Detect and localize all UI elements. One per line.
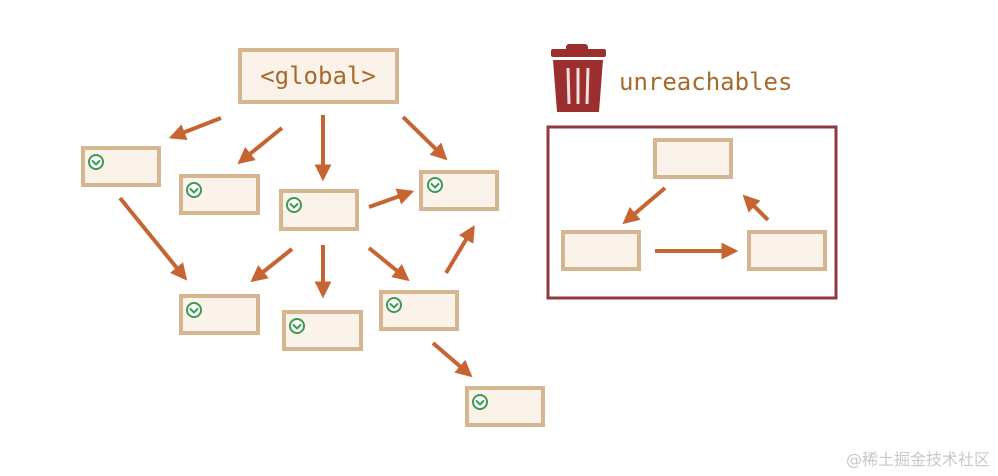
object-node (179, 294, 260, 335)
arrow (168, 116, 222, 140)
arrow (622, 186, 667, 225)
reachable-nodes (81, 146, 545, 427)
object-node (282, 310, 363, 351)
unreachables-frame (546, 125, 838, 300)
check-circle-icon (386, 297, 402, 313)
object-node (379, 290, 459, 331)
unreachable-cycle (561, 138, 827, 271)
arrow (742, 194, 770, 222)
unreachable-object-node (653, 138, 733, 179)
check-circle-icon (427, 177, 443, 193)
arrow (118, 196, 188, 281)
object-node (419, 170, 499, 211)
arrow (401, 115, 448, 161)
object-node (279, 189, 359, 231)
check-circle-icon (186, 182, 202, 198)
arrow (250, 247, 294, 283)
check-circle-icon (286, 197, 302, 213)
arrow (431, 341, 473, 378)
check-circle-icon (88, 154, 104, 170)
reachable-arrows (118, 115, 475, 378)
object-node (81, 146, 161, 187)
arrow (367, 246, 410, 282)
object-node (179, 174, 260, 215)
unreachable-object-node (747, 230, 827, 271)
trash-can-icon (551, 44, 606, 112)
unreachable-object-node (561, 230, 641, 271)
object-node (465, 386, 545, 427)
check-circle-icon (472, 394, 488, 410)
arrow (237, 126, 284, 165)
unreachables-label: unreachables (619, 68, 792, 96)
check-circle-icon (289, 318, 305, 334)
global-label: <global> (260, 62, 376, 90)
global-root-node: <global> (238, 48, 399, 104)
check-circle-icon (186, 302, 202, 318)
arrow (368, 188, 415, 209)
watermark: @稀土掘金技术社区 (845, 450, 990, 469)
arrow (444, 225, 475, 275)
